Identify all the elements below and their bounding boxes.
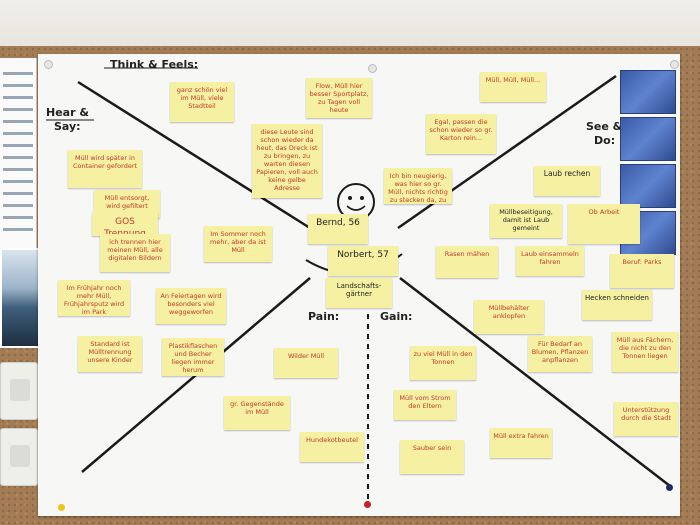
see-do-label-1: See & <box>586 120 623 133</box>
empathy-map-poster: Think & Feels: Hear & Say: See & Do: Pai… <box>38 54 680 516</box>
note-think-1: ganz schön viel im Müll, viele Stadtteil <box>170 82 234 122</box>
pin-bottom-left <box>58 504 65 511</box>
note-hear-5: Im Sommer noch mehr, aber da ist Müll <box>204 226 272 262</box>
note-pain-4: Hundekotbeutel <box>300 432 364 462</box>
note-see-7: Hecken schneiden <box>582 290 652 320</box>
calendar-sheet <box>0 58 37 248</box>
gain-label: Gain: <box>380 310 413 323</box>
note-think-4: diese Leute sind schon wieder da heut, d… <box>252 124 322 198</box>
pin-bottom-right <box>666 484 673 491</box>
note-gain-6: Müll extra fahren <box>490 428 552 458</box>
note-see-1: Laub rechen <box>534 166 600 196</box>
pin-top-center <box>368 64 377 73</box>
photo-3 <box>620 164 676 208</box>
note-think-2: Flow, Müll hier besser Sportplatz, zu Ta… <box>306 78 372 118</box>
note-hear-1: Müll wird später in Container gefordert <box>68 150 142 188</box>
note-gain-1: Müllbehälter anklopfen <box>474 300 544 334</box>
pin-bottom-center <box>364 501 371 508</box>
note-think-5: Egal, passen die schon wieder so gr. Kar… <box>426 114 496 154</box>
note-hear-8: Standard ist Mülltrennung unsere Kinder <box>78 336 142 372</box>
see-do-label-2: Do: <box>594 134 616 147</box>
photo-2 <box>620 117 676 161</box>
note-hear-6: Im Frühjahr noch mehr Müll, Frühjahrsput… <box>58 280 130 316</box>
persona-note-bernd: Bernd, 56 <box>308 214 368 244</box>
hear-say-label-1: Hear & <box>46 106 89 119</box>
note-see-6: Beruf: Parks <box>610 254 674 288</box>
note-gain-3: Müll vom Strom den Eltern <box>394 390 456 420</box>
note-hear-7: An Feiertagen wird besonders viel weggew… <box>156 288 226 324</box>
photo-strip <box>620 70 676 258</box>
persona-note-norbert: Norbert, 57 <box>328 246 398 276</box>
wall-socket <box>0 428 38 486</box>
persona-note-role: Landschafts-gärtner <box>326 278 392 308</box>
note-see-4: Rasen mähen <box>436 246 498 278</box>
note-see-3: Ob Arbeit <box>568 204 640 244</box>
note-hear-9: Plastikflaschen und Becher liegen immer … <box>162 338 224 376</box>
photo-1 <box>620 70 676 114</box>
note-pain-2: zu viel Müll in den Tonnen <box>410 346 476 380</box>
note-gain-2: Für Bedarf an Blumen, Pflanzen anpflanze… <box>528 336 592 372</box>
note-pain-3: gr. Gegenstände im Müll <box>224 396 290 430</box>
pain-label: Pain: <box>308 310 340 323</box>
note-gain-5: Sauber sein <box>400 440 464 474</box>
note-gain-7: Unterstützung durch die Stadt <box>614 402 678 436</box>
light-switch <box>0 362 38 420</box>
note-hear-4: ich trennen hier meinen Müll, alle digit… <box>100 234 170 272</box>
note-pain-1: Wilder Müll <box>274 348 338 378</box>
hear-say-label-2: Say: <box>54 120 81 133</box>
note-think-6: Ich bin neugierig, was hier so gr. Müll,… <box>384 168 452 204</box>
note-see-2: Müllbeseitigung, damit ist Laub gemeint <box>490 204 562 238</box>
pin-top-right <box>670 60 679 69</box>
note-think-3: Müll, Müll, Müll... <box>480 72 546 102</box>
pin-top-left <box>44 60 53 69</box>
think-feels-label: Think & Feels: <box>110 58 199 71</box>
note-gain-4: Müll aus Fächern, die nicht zu den Tonne… <box>612 332 678 372</box>
note-see-5: Laub einsammeln fahren <box>516 246 584 276</box>
note-hear-3: GOS Trennung <box>92 212 158 236</box>
